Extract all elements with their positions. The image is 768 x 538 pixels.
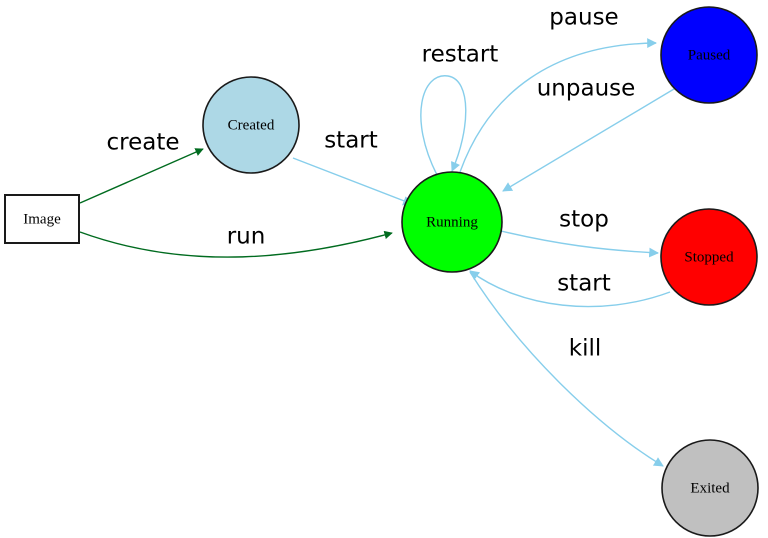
edge-label-pause: pause: [549, 5, 618, 31]
edge-start-created-path: [292, 157, 413, 206]
edge-stop-path: [500, 230, 659, 258]
node-label-stopped: Stopped: [684, 249, 734, 265]
node-exited-circle: [661, 439, 759, 537]
node-label-paused: Paused: [688, 47, 731, 63]
node-label-created: Created: [228, 117, 275, 133]
edge-stop[interactable]: stop: [500, 207, 659, 258]
edge-kill-path: [469, 271, 664, 467]
edge-create-path: [79, 148, 204, 204]
node-label-running: Running: [426, 214, 478, 230]
node-created-circle: [202, 76, 300, 174]
edge-label-stop: stop: [559, 207, 609, 233]
edge-pause-path: [459, 38, 657, 173]
edge-restart[interactable]: restart: [420, 42, 499, 176]
node-stopped[interactable]: Stopped: [660, 208, 758, 306]
edge-start-stopped[interactable]: start: [469, 270, 671, 308]
node-paused[interactable]: Paused: [660, 6, 758, 104]
edge-label-kill: kill: [569, 336, 602, 362]
edge-label-run: run: [227, 224, 266, 250]
node-label-image: Image: [23, 211, 61, 227]
edge-start-created[interactable]: start: [292, 128, 413, 206]
edge-unpause-path: [502, 88, 675, 192]
node-exited[interactable]: Exited: [661, 439, 759, 537]
edge-create[interactable]: create: [79, 130, 204, 204]
edge-label-start-stopped: start: [557, 271, 611, 297]
edge-kill[interactable]: kill: [469, 271, 664, 467]
node-image[interactable]: Image: [4, 194, 80, 244]
edge-label-start-created: start: [324, 128, 378, 154]
node-running-circle: [401, 171, 503, 273]
node-stopped-circle: [660, 208, 758, 306]
edge-unpause[interactable]: unpause: [502, 76, 675, 192]
node-image-rect: [4, 194, 80, 244]
edge-restart-path: [420, 75, 467, 176]
node-created[interactable]: Created: [202, 76, 300, 174]
edge-label-restart: restart: [422, 42, 499, 68]
edge-label-unpause: unpause: [537, 76, 636, 102]
node-running[interactable]: Running: [401, 171, 503, 273]
edge-start-stopped-path: [469, 270, 671, 308]
edge-run[interactable]: run: [79, 224, 393, 258]
edge-pause[interactable]: pause: [459, 5, 657, 173]
node-paused-circle: [660, 6, 758, 104]
edge-label-create: create: [106, 130, 179, 156]
node-label-exited: Exited: [690, 480, 730, 496]
edge-run-path: [79, 230, 393, 258]
